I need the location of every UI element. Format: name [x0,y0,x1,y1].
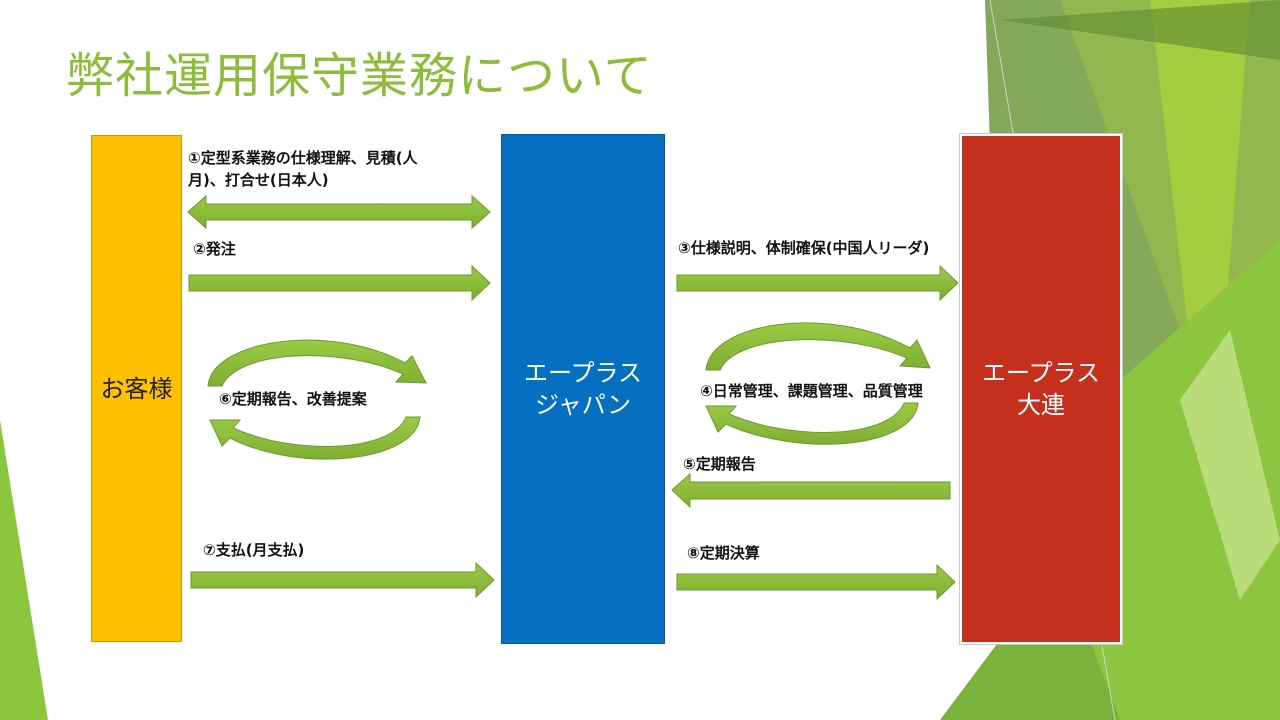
arrow-3-spec [676,264,959,302]
bg-facet-6 [1180,330,1280,600]
cycle-6-bottom-arrow [209,416,421,460]
flow-1-label-line1: ①定型系業務の仕様理解、見積(人 [188,149,418,167]
bg-facet-left [0,420,48,720]
flow-1-label: ①定型系業務の仕様理解、見積(人 月)、打合せ(日本人) [188,147,418,191]
cycle-6-top-arrow [207,339,427,387]
customer-label: お客様 [100,374,173,403]
flow-1-label-line2: 月)、打合せ(日本人) [188,171,329,189]
aplus-dalian-box: エープラス 大連 [960,134,1122,644]
flow-2-label: ②発注 [193,240,236,258]
flow-5-label: ⑤定期報告 [683,455,756,473]
bg-facet-3 [1150,0,1250,520]
arrow-1-bidirectional [187,194,491,230]
arrow-5-report [671,472,951,509]
page-title: 弊社運用保守業務について [66,48,653,104]
flow-6-label: ⑥定期報告、改善提案 [219,390,367,408]
customer-box: お客様 [91,135,182,642]
arrow-7-payment [190,561,495,599]
aplus-dalian-label: エープラス 大連 [981,359,1101,419]
arrow-2-order [188,264,491,302]
bg-facet-7 [1000,0,1280,60]
aplus-japan-box: エープラス ジャパン [501,134,665,644]
aplus-japan-label: エープラス ジャパン [523,359,643,419]
cycle-4-bottom-arrow [705,402,919,445]
arrow-8-settlement [676,563,956,601]
flow-3-label: ③仕様説明、体制確保(中国人リーダ) [678,239,930,257]
cycle-4-top-arrow [705,322,931,371]
flow-8-label: ⑧定期決算 [687,544,760,562]
flow-4-label: ④日常管理、課題管理、品質管理 [700,382,923,400]
flow-7-label: ⑦支払(月支払) [203,541,305,559]
